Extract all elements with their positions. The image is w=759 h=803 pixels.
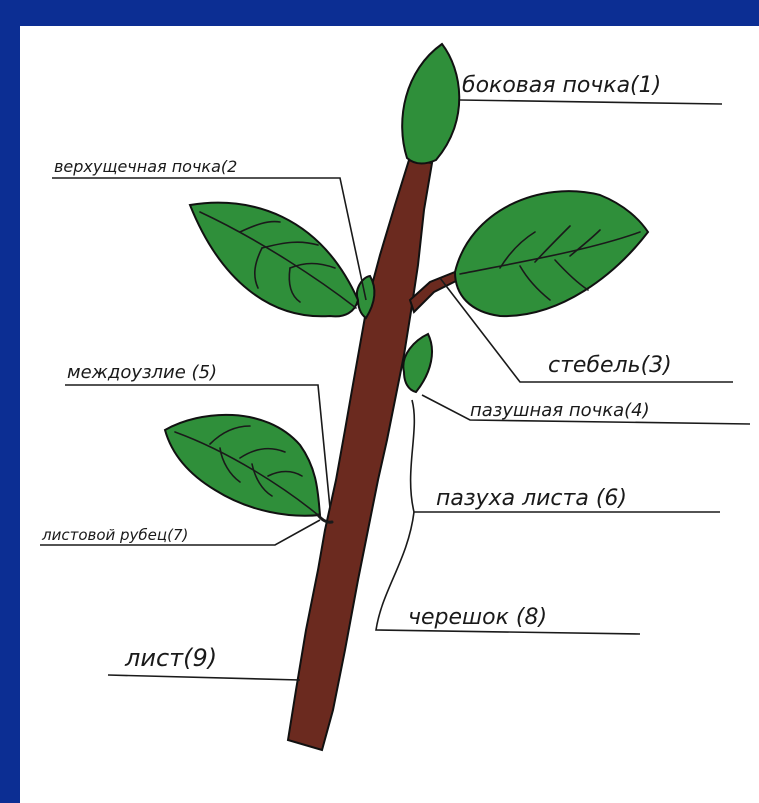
label-apical-bud: верхущечная почка(2	[54, 157, 237, 176]
label-internode: междоузлие (5)	[67, 362, 217, 383]
label-petiole: черешок (8)	[408, 605, 547, 630]
label-stem: стебель(3)	[548, 353, 672, 378]
label-axillary-bud: пазушная почка(4)	[470, 400, 650, 421]
label-lateral-bud: боковая почка(1)	[462, 73, 661, 98]
label-leaf-scar: листовой рубец(7)	[41, 526, 188, 544]
label-leaf-axil: пазуха листа (6)	[436, 486, 627, 511]
label-leaf: лист(9)	[124, 644, 217, 672]
